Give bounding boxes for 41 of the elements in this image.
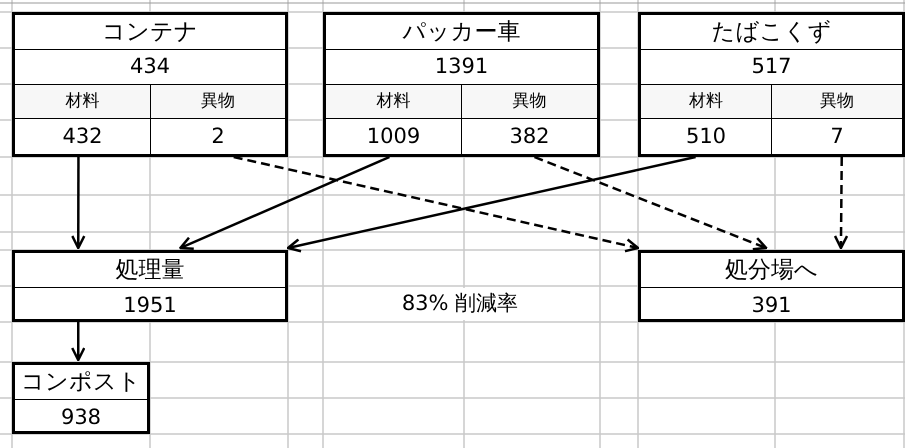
cell-text: 材料 (689, 90, 723, 113)
cell-text: 2 (211, 122, 225, 150)
arrow (834, 156, 848, 250)
cell-text: 異物 (820, 90, 854, 113)
arrow (71, 322, 86, 362)
arrow (233, 156, 640, 252)
arrow (286, 156, 696, 252)
cell-text: 432 (62, 122, 103, 150)
table-box (638, 250, 905, 322)
arrow (71, 157, 86, 250)
reduction-rate-text: 83% 削減率 (402, 288, 518, 320)
table-box (12, 250, 288, 322)
table-box (12, 12, 288, 157)
cell-text: 382 (509, 122, 550, 150)
cell-text: 1951 (123, 292, 177, 319)
cell-text: 異物 (201, 90, 235, 113)
table-column (771, 85, 902, 154)
cell-text: 異物 (512, 90, 546, 113)
table-column (461, 85, 597, 154)
arrow (534, 156, 768, 250)
cell-text: 処分場へ (725, 256, 818, 285)
cell-text: 1391 (434, 53, 488, 80)
cell-text: たばこくず (712, 18, 832, 47)
cell-text: 938 (60, 404, 102, 431)
cell-text: 材料 (66, 90, 100, 113)
cell-text: 1009 (366, 122, 420, 150)
table-box (638, 12, 905, 157)
table-box (323, 12, 600, 157)
cell-text: 7 (830, 122, 844, 150)
cell-text: 510 (686, 122, 726, 150)
cell-text: 391 (751, 292, 792, 319)
table-box (12, 362, 150, 434)
cell-text: コンポスト (21, 368, 141, 397)
cell-text: コンテナ (102, 18, 198, 47)
cell-text: パッカー車 (402, 18, 520, 47)
arrow (179, 156, 390, 250)
cell-text: 材料 (376, 90, 410, 113)
cell-text: 517 (751, 53, 792, 80)
table-column (150, 85, 285, 154)
cell-text: 処理量 (116, 256, 184, 285)
cell-text: 434 (130, 53, 170, 80)
